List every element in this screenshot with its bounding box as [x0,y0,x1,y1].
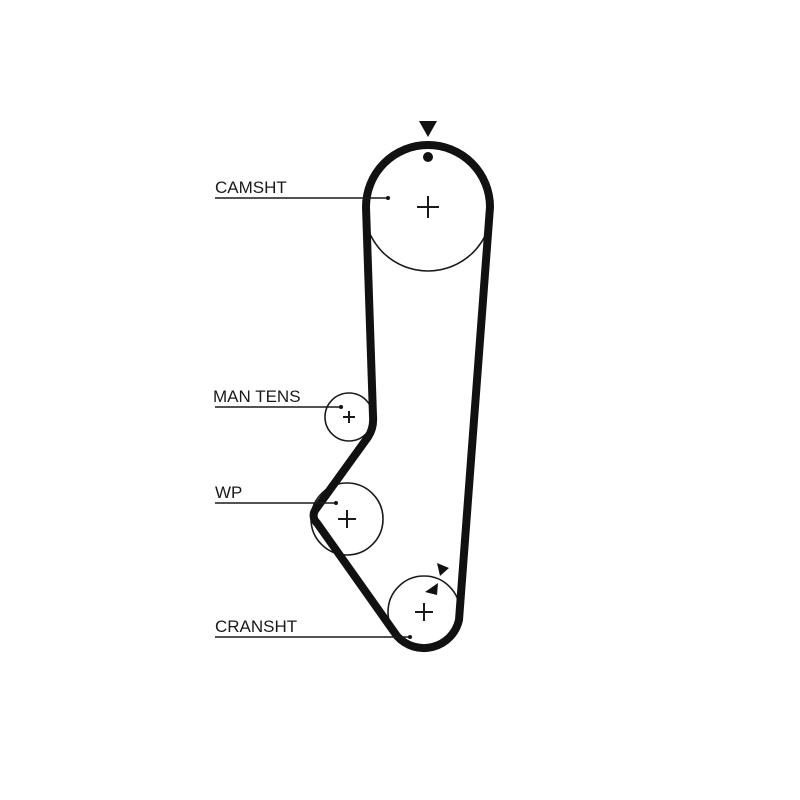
crankshaft-center-mark [415,603,433,621]
camshaft-center-mark [417,196,439,218]
water-pump-pulley [310,482,384,556]
water-pump-leader [215,501,338,505]
water-pump-center-mark [338,510,356,528]
water-pump-label: WP [215,483,242,502]
tensioner-center-mark [343,411,355,423]
rotation-arrow-icon [425,583,438,595]
manual-tensioner-pulley [324,392,374,442]
crankshaft-leader [215,635,412,639]
timing-dot-icon [423,152,433,162]
manual-tensioner-label: MAN TENS [213,387,301,406]
camshaft-leader [215,196,390,200]
rotation-arrow-icon [437,563,449,576]
tensioner-leader [215,405,343,409]
timing-belt [309,141,494,653]
crankshaft-label: CRANSHT [215,617,297,636]
timing-mark-arrow-icon [419,121,437,137]
camshaft-label: CAMSHT [215,178,287,197]
